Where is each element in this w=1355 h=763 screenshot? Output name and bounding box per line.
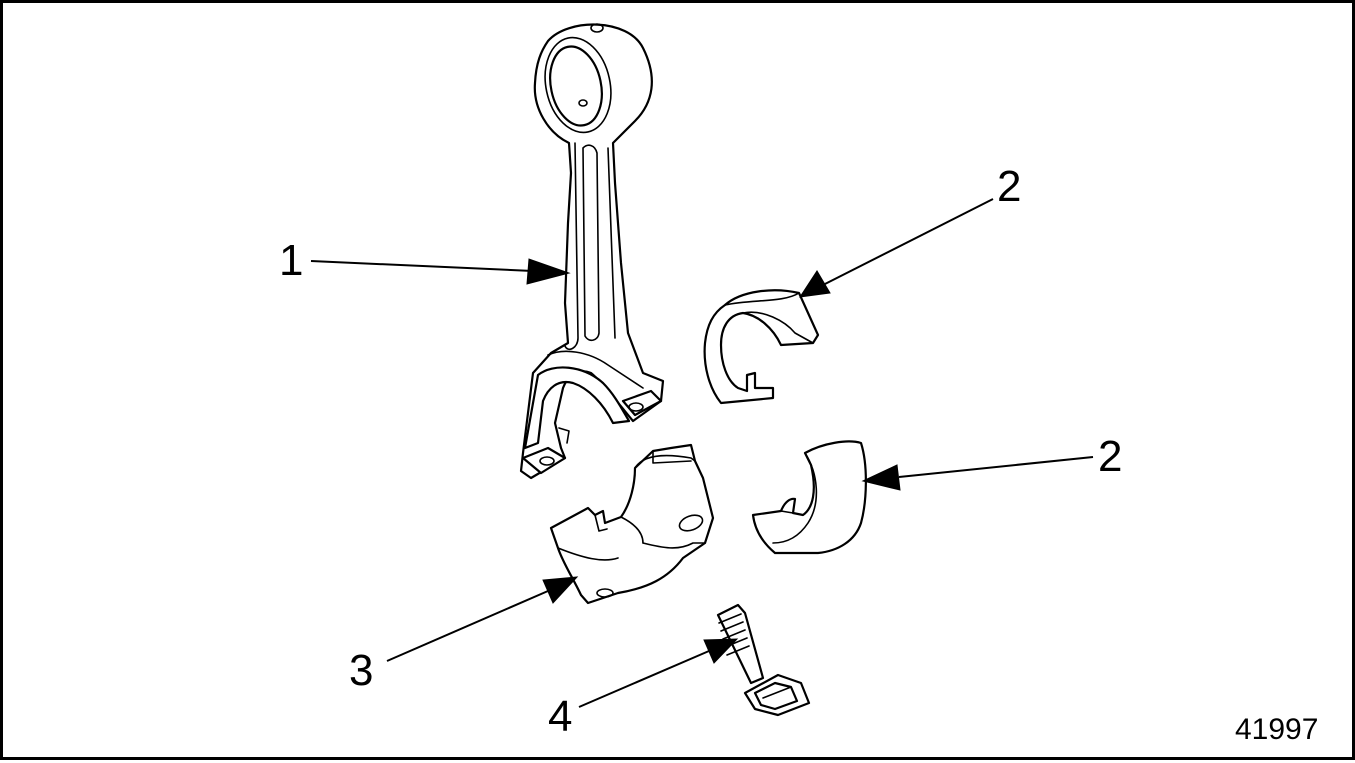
figure-number: 41997 [1235,713,1318,746]
upper-bearing-shell [703,289,820,405]
leader-line-2-upper [822,198,994,286]
callout-number-2-upper: 2 [997,162,1021,211]
callout-number-3: 3 [349,646,373,695]
arrowhead-2-upper [798,270,831,298]
arrowhead-4 [703,638,739,664]
callout-number-4: 4 [548,692,572,741]
leader-line-2-lower [898,456,1094,478]
leader-line-4 [578,650,710,708]
bearing-cap [549,443,715,605]
leader-line-1 [310,260,534,272]
exploded-view-diagram: 1 2 2 3 4 41997 [279,23,1318,746]
arrowhead-3 [542,576,579,604]
callout-leaders [310,198,1094,708]
callout-number-2-lower: 2 [1098,432,1122,481]
cap-bolt [716,603,811,717]
connecting-rod [519,23,665,480]
arrowhead-1 [526,258,571,285]
lower-bearing-shell [751,440,867,555]
leader-line-3 [386,590,549,662]
arrowhead-2-lower [861,464,901,491]
callout-number-1: 1 [279,236,303,285]
